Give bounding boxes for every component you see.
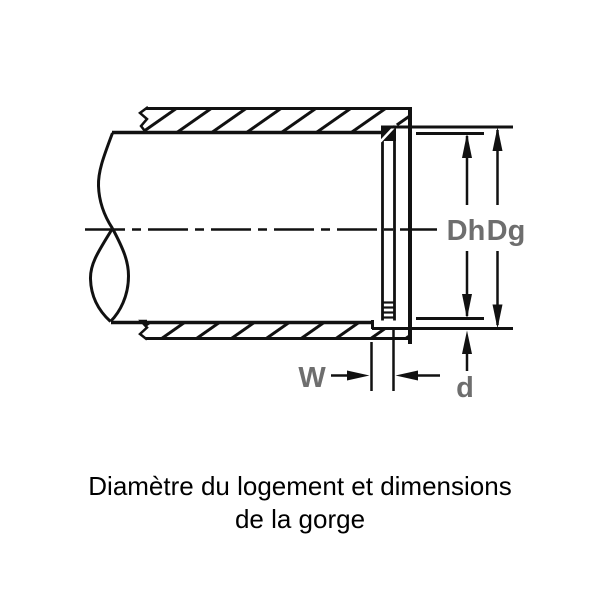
dh-label: Dh [447,215,486,247]
break-curve-loop-left [88,227,114,323]
w-arrowhead-left [395,370,418,381]
break-curve-loop-right [109,227,131,323]
housing-bottom-wall-section [111,319,410,341]
dh-dimension: Dh [447,133,486,319]
w-arrowhead-right [347,370,370,381]
dg-arrowhead-up [492,127,503,151]
dh-arrowhead-up [462,133,472,158]
w-dimension: W [298,330,440,394]
dg-dimension: Dg [487,127,526,329]
dg-arrowhead-down [492,304,503,329]
shaft-break-curve [88,132,131,323]
housing-bottom-wall-hatch [140,321,410,340]
d-dimension: d [456,330,474,404]
ring-cross-section-bottom [381,301,396,319]
housing-top-wall-hatch [140,107,410,133]
dh-arrowhead-down [462,294,472,319]
housing-bottom-break-edge [138,319,149,341]
housing-top-break-edge [138,106,149,134]
groove-and-ring [379,123,398,321]
figure-caption: Diamètre du logement et dimensions de la… [0,470,600,536]
housing-top-wall-section [112,106,410,135]
figure-caption-line2: de la gorge [234,504,366,534]
d-arrowhead-up [462,330,472,354]
dg-label: Dg [487,215,526,247]
d-label: d [456,372,474,404]
w-label: W [298,362,326,394]
break-curve-upper [96,132,114,230]
figure-caption-line1: Diamètre du logement et dimensions [88,471,512,501]
